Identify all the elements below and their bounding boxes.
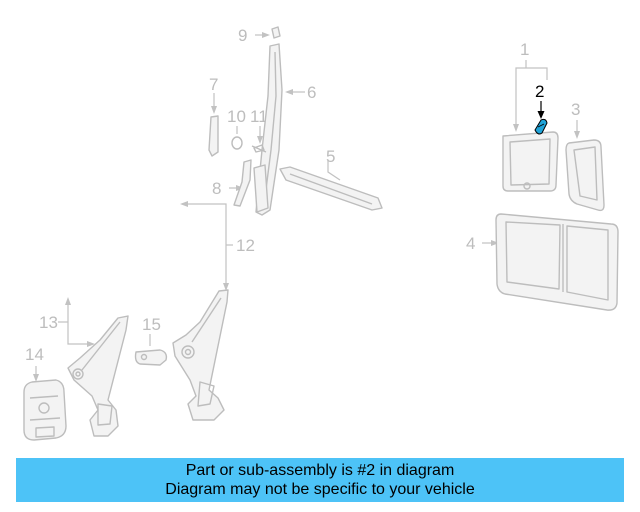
part-11-screw[interactable] bbox=[251, 144, 267, 153]
part-9-clip[interactable] bbox=[271, 26, 281, 39]
leader-6-arrow bbox=[285, 89, 293, 95]
leader-2-arrow bbox=[537, 111, 545, 119]
callout-3[interactable]: 3 bbox=[571, 100, 580, 119]
part-14-motor[interactable] bbox=[23, 379, 67, 441]
callout-12[interactable]: 12 bbox=[236, 236, 255, 255]
part-15-bracket[interactable] bbox=[134, 349, 168, 366]
callout-1[interactable]: 1 bbox=[520, 40, 529, 59]
leader-4-arrow bbox=[491, 240, 499, 246]
callout-15[interactable]: 15 bbox=[142, 315, 161, 334]
leader-7-arrow bbox=[211, 106, 217, 114]
part-12-regulator[interactable] bbox=[172, 289, 229, 421]
leader-12 bbox=[183, 203, 227, 288]
leader-12-arrow-down bbox=[223, 283, 229, 291]
callout-10[interactable]: 10 bbox=[227, 107, 246, 126]
leader-3-arrow bbox=[574, 131, 580, 139]
callout-2[interactable]: 2 bbox=[535, 82, 544, 101]
part-4-window-frame[interactable] bbox=[495, 213, 619, 311]
callout-5[interactable]: 5 bbox=[326, 147, 335, 166]
banner-line-2: Diagram may not be specific to your vehi… bbox=[165, 481, 475, 498]
part-7-seal-strip[interactable] bbox=[208, 115, 219, 157]
leader-14-arrow bbox=[33, 374, 39, 382]
leader-1-arrow bbox=[513, 124, 519, 132]
part-1-glass-pane[interactable] bbox=[502, 131, 559, 192]
banner-line-1: Part or sub-assembly is #2 in diagram bbox=[185, 462, 455, 479]
leader-9-arrow bbox=[262, 32, 270, 38]
part-13-regulator[interactable] bbox=[67, 315, 129, 437]
callout-13[interactable]: 13 bbox=[39, 313, 58, 332]
part-3-fixed-glass[interactable] bbox=[565, 139, 605, 212]
leader-1 bbox=[515, 67, 548, 130]
callout-11[interactable]: 11 bbox=[250, 107, 268, 126]
callout-14-label[interactable]: 14 bbox=[25, 345, 44, 364]
part-8-molding[interactable] bbox=[233, 159, 252, 207]
leader-13 bbox=[67, 300, 92, 345]
leader-5 bbox=[327, 160, 341, 181]
leader-13-arrow-right bbox=[87, 341, 95, 347]
callout-7[interactable]: 7 bbox=[209, 75, 218, 94]
part-5-sill-trim[interactable] bbox=[279, 166, 383, 211]
callout-6[interactable]: 6 bbox=[307, 83, 316, 102]
info-banner: Part or sub-assembly is #2 in diagram Di… bbox=[16, 458, 624, 502]
leader-13-arrow-up bbox=[65, 297, 71, 305]
callout-8[interactable]: 8 bbox=[212, 179, 221, 198]
callout-9[interactable]: 9 bbox=[238, 26, 247, 45]
leader-11-arrow bbox=[257, 136, 263, 144]
callout-4[interactable]: 4 bbox=[466, 234, 475, 253]
part-6-pillar[interactable] bbox=[253, 43, 283, 216]
part-10-grommet[interactable] bbox=[231, 136, 243, 150]
part-2-latch[interactable] bbox=[534, 118, 548, 135]
leader-12-arrow-left bbox=[180, 201, 188, 207]
